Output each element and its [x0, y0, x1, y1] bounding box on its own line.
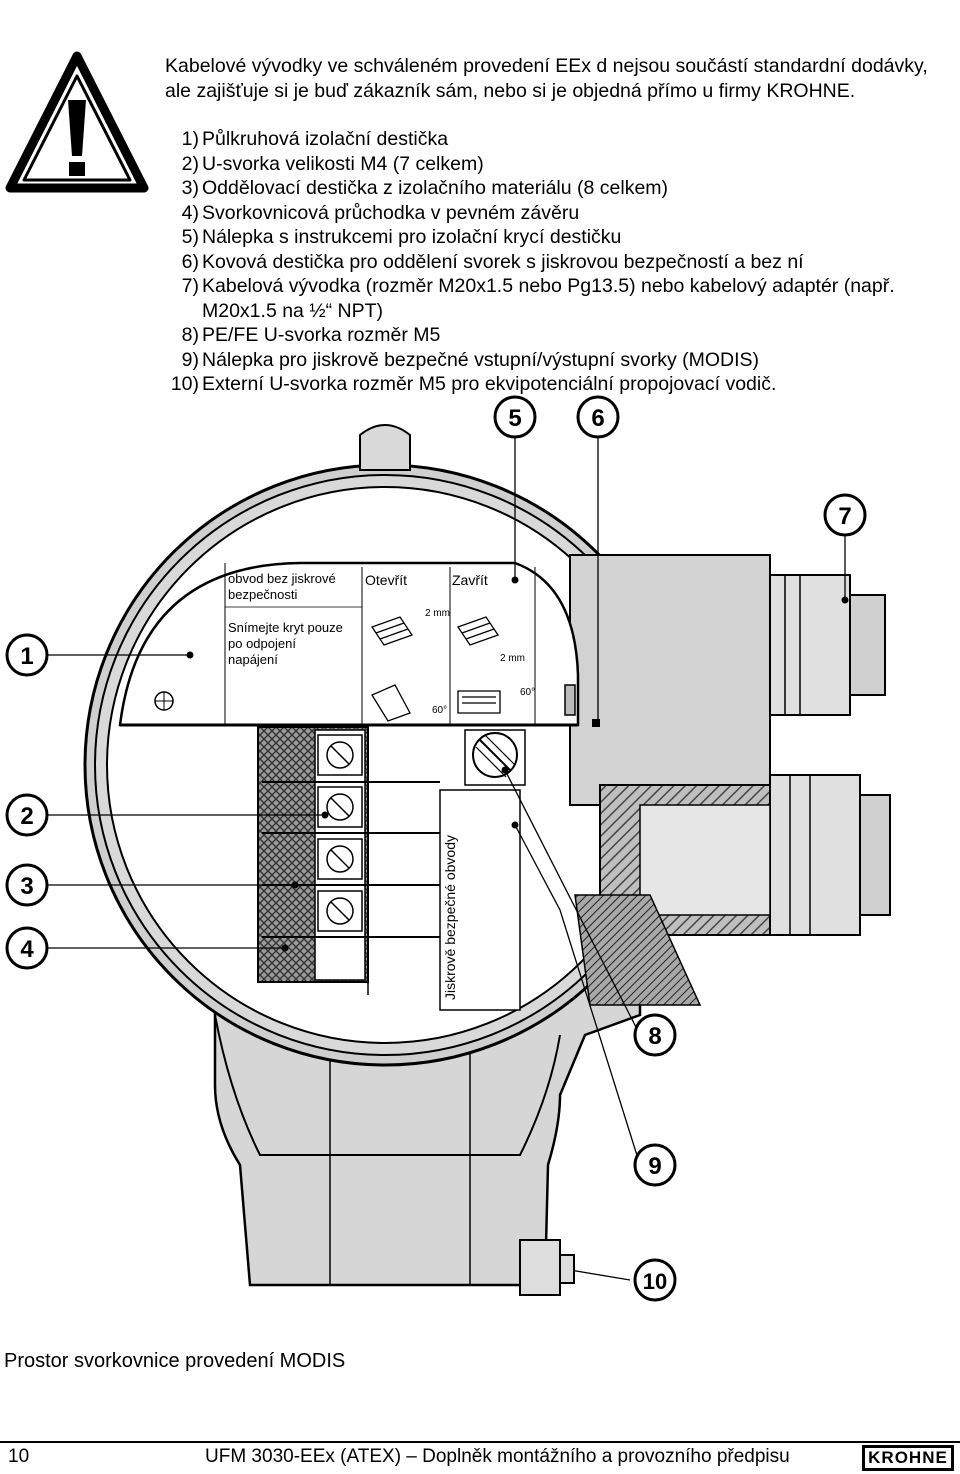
list-item: 10)Externí U-svorka rozměr M5 pro ekvipo… — [170, 373, 777, 395]
callout-3: 3 — [20, 873, 33, 900]
terminal-compartment-drawing: obvod bez jiskrové bezpečnosti Otevřít Z… — [5, 395, 891, 1302]
remove-label-line1: Snímejte kryt pouze — [228, 620, 343, 635]
list-item: 2)U-svorka velikosti M4 (7 celkem) — [181, 152, 484, 175]
list-item: 3)Oddělovací destička z izolačního mater… — [181, 177, 669, 199]
close-label: Zavřít — [452, 572, 488, 588]
warning-icon — [5, 51, 149, 193]
footer-divider — [0, 1441, 960, 1443]
callout-9: 9 — [648, 1153, 661, 1180]
footer-title: UFM 3030-EEx (ATEX) – Doplněk montážního… — [205, 1446, 790, 1467]
open-label: Otevřít — [365, 572, 407, 588]
angle-label: 60° — [432, 705, 447, 716]
callout-5: 5 — [508, 405, 521, 432]
remove-label-line2: po odpojení — [228, 636, 296, 651]
krohne-logo: KROHNE — [862, 1445, 954, 1471]
list-item: 9)Nálepka pro jiskrově bezpečné vstupní/… — [181, 348, 760, 371]
list-item: 5)Nálepka s instrukcemi pro izolační kry… — [181, 226, 622, 248]
legend-list: 1)Půlkruhová izolační destička 2)U-svork… — [165, 127, 955, 397]
callout-2: 2 — [20, 803, 33, 830]
intro-text: Kabelové vývodky ve schváleném provedení… — [165, 55, 928, 102]
callout-4: 4 — [20, 936, 34, 963]
page-number: 10 — [8, 1446, 30, 1467]
figure-caption: Prostor svorkovnice provedení MODIS — [4, 1350, 346, 1372]
angle-label: 60° — [520, 687, 535, 698]
list-item: 7)Kabelová vývodka (rozměr M20x1.5 nebo … — [181, 275, 895, 322]
circuit-label-line2: bezpečnosti — [228, 587, 297, 602]
list-item: 6)Kovová destička pro oddělení svorek s … — [181, 250, 804, 273]
list-item: 4)Svorkovnicová průchodka v pevném závěr… — [181, 201, 580, 224]
dimension-label: 2 mm — [425, 608, 450, 619]
callout-7: 7 — [838, 503, 851, 530]
circuit-label-line1: obvod bez jiskrové — [228, 571, 336, 586]
remove-label-line3: napájení — [228, 652, 278, 667]
intrinsic-safety-label: Jiskrově bezpečné obvody — [442, 835, 458, 1000]
dimension-label: 2 mm — [500, 653, 525, 664]
callout-1: 1 — [20, 643, 33, 670]
callout-8: 8 — [648, 1023, 661, 1050]
list-item: 1)Půlkruhová izolační destička — [181, 128, 449, 150]
callout-6: 6 — [591, 405, 604, 432]
callout-10: 10 — [643, 1269, 667, 1294]
list-item: 8)PE/FE U-svorka rozměr M5 — [181, 324, 441, 346]
